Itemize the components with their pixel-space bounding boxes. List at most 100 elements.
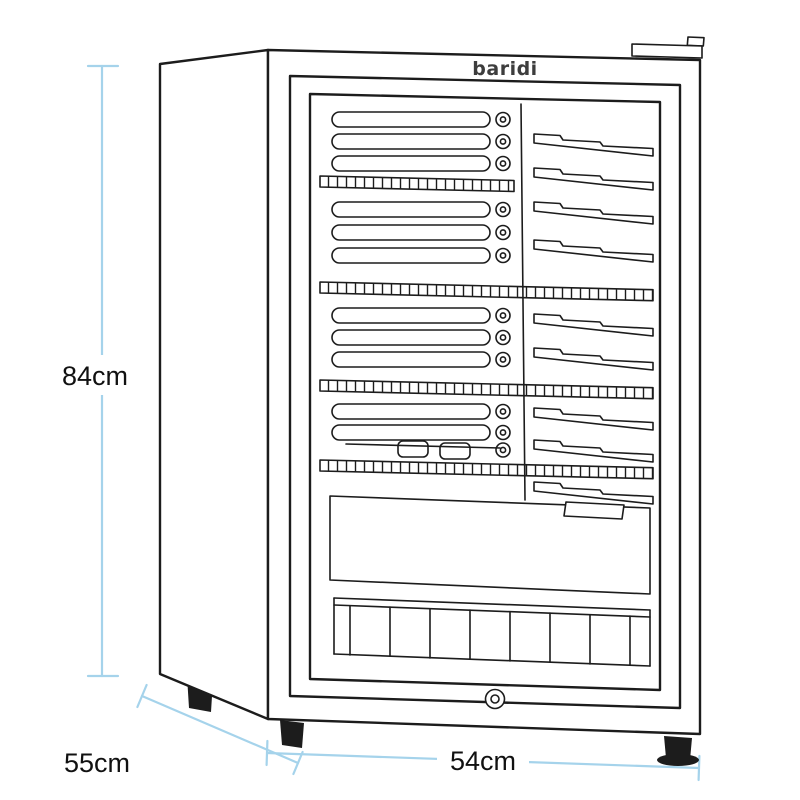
bottle-base	[495, 133, 511, 150]
bottle-punt	[499, 252, 507, 259]
bottle-body	[331, 351, 491, 368]
holder-clip	[439, 442, 471, 460]
bottle-base	[495, 307, 511, 324]
height-label-backdrop	[54, 355, 136, 395]
bottle-body	[331, 424, 491, 441]
shelf-bracket	[533, 167, 654, 191]
feet	[187, 676, 699, 766]
bottle-punt	[499, 356, 507, 363]
shelf-bracket	[533, 133, 654, 157]
height-dimension-ticks	[86, 64, 120, 678]
cabinet-side-panel	[158, 48, 270, 721]
wine-bottle-rack	[331, 111, 511, 460]
wine-bottle-row	[331, 424, 511, 441]
wine-bottle-row	[331, 351, 511, 368]
basket-slats	[349, 605, 631, 666]
width-dimension-ticks	[265, 739, 701, 782]
door-lock	[484, 688, 506, 710]
wine-bottle-row	[331, 329, 511, 346]
width-dimension-annotation: 54cm	[265, 739, 701, 782]
drawer-handle	[563, 501, 625, 520]
drawer-panel	[329, 495, 651, 595]
bottle-body	[331, 307, 491, 324]
top-hinge	[631, 36, 705, 59]
bottle-punt	[499, 160, 507, 167]
wine-cooler-illustration: baridi	[158, 36, 705, 766]
bottle-base	[495, 247, 511, 264]
shelf-bracket	[533, 439, 654, 463]
hinge-bar	[631, 43, 703, 59]
basket-top-rail	[333, 597, 651, 618]
holder-bar	[345, 443, 501, 449]
bottle-punt	[499, 446, 507, 454]
depth-dimension-ticks	[136, 683, 304, 776]
bottle-body	[331, 111, 491, 128]
front-left-foot	[280, 720, 304, 748]
bottle-punt	[499, 312, 507, 319]
wire-basket	[333, 597, 651, 667]
wine-bottle-row	[331, 403, 511, 420]
bottle-body	[331, 155, 491, 172]
bottle-base	[495, 224, 511, 241]
wine-bottle-row	[331, 111, 511, 128]
width-label-backdrop	[437, 742, 529, 778]
bottle-body	[331, 224, 491, 241]
wine-bottle-row	[331, 224, 511, 241]
height-dimension-annotation: 84cm	[54, 64, 136, 678]
depth-dimension-line	[140, 694, 300, 765]
bottle-base	[495, 201, 511, 218]
bottle-base	[495, 403, 511, 420]
wine-bottle-row	[331, 133, 511, 150]
shelf-bracket	[533, 313, 654, 337]
lock-keyhole	[490, 694, 500, 704]
wire-shelf	[319, 459, 654, 480]
bottle-punt	[499, 206, 507, 213]
bottle-base	[495, 442, 511, 458]
bottle-base	[495, 155, 511, 172]
basket-bottom-rail	[333, 653, 651, 667]
bottle-neck-holders	[345, 440, 511, 460]
glass-door	[288, 74, 682, 710]
wire-shelf	[319, 379, 654, 400]
wine-bottle-row	[331, 155, 511, 172]
bottle-base	[495, 111, 511, 128]
bottle-body	[331, 201, 491, 218]
bottle-punt	[499, 429, 507, 436]
hinge-cap	[686, 36, 705, 47]
storage-drawer	[329, 495, 651, 595]
shelf-bracket	[533, 347, 654, 371]
holder-clip	[397, 440, 429, 458]
wire-shelf	[319, 281, 654, 302]
bottle-punt	[499, 334, 507, 341]
shelf-bracket	[533, 407, 654, 431]
interior-divider	[520, 103, 526, 501]
brand-logo: baridi	[472, 58, 537, 80]
bottle-base	[495, 351, 511, 368]
bottle-body	[331, 403, 491, 420]
bottle-punt	[499, 408, 507, 415]
lock-ring	[484, 688, 506, 710]
wire-shelf	[319, 175, 515, 193]
shelf-bracket	[533, 201, 654, 225]
basket-end-caps	[333, 597, 651, 667]
side-shelf-brackets	[533, 133, 654, 505]
bottle-base	[495, 424, 511, 441]
wire-shelves	[319, 175, 654, 480]
wine-bottle-row	[331, 201, 511, 218]
door-glass-pane	[308, 92, 662, 692]
depth-dimension-annotation: 55cm	[64, 683, 304, 778]
bottle-punt	[499, 138, 507, 145]
bottle-body	[331, 247, 491, 264]
front-right-foot	[664, 736, 692, 760]
wine-bottle-row	[331, 247, 511, 264]
door-outer-frame	[288, 74, 682, 710]
bottle-body	[331, 329, 491, 346]
wine-bottle-row	[331, 307, 511, 324]
height-dimension-label: 84cm	[62, 361, 128, 391]
bottle-base	[495, 329, 511, 346]
shelf-bracket	[533, 239, 654, 263]
width-dimension-label: 54cm	[450, 746, 516, 776]
bottle-punt	[499, 116, 507, 123]
